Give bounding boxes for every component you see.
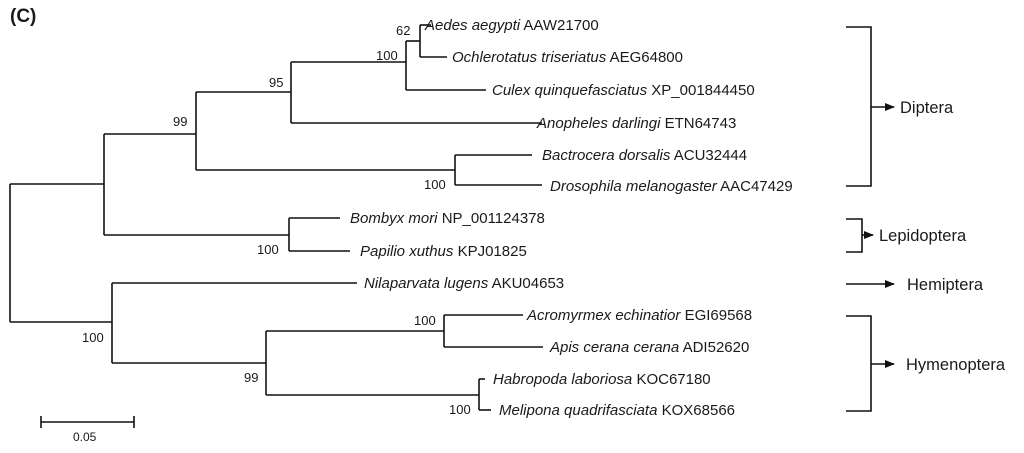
group-label-lepidoptera: Lepidoptera	[879, 227, 967, 245]
taxon-label: Apis cerana cerana ADI52620	[549, 339, 749, 356]
group-brackets: Diptera Lepidoptera Hemiptera Hymenopter…	[846, 26, 1006, 412]
taxon-label: Nilaparvata lugens AKU04653	[364, 275, 564, 292]
taxon-labels: Aedes aegypti AAW21700 Ochlerotatus tris…	[350, 17, 793, 419]
group-label-diptera: Diptera	[900, 99, 954, 117]
taxon-label: Anopheles darlingi ETN64743	[536, 115, 736, 132]
bootstrap-value: 95	[269, 75, 283, 90]
group-label-hemiptera: Hemiptera	[907, 276, 984, 294]
bracket-hymenoptera	[846, 315, 872, 412]
taxon-label: Bombyx mori NP_001124378	[350, 210, 545, 227]
bootstrap-value: 62	[396, 23, 410, 38]
bracket-lepidoptera	[846, 218, 863, 253]
bootstrap-value: 100	[424, 177, 446, 192]
bootstrap-value: 100	[82, 330, 104, 345]
taxon-label: Ochlerotatus triseriatus AEG64800	[452, 49, 683, 66]
taxon-label: Papilio xuthus KPJ01825	[360, 243, 527, 260]
bootstrap-value: 99	[244, 370, 258, 385]
taxon-label: Bactrocera dorsalis ACU32444	[542, 147, 747, 164]
bootstrap-values: 62 100 95 99 100 100 100 100 99 100	[82, 23, 471, 417]
scale-bar-label: 0.05	[73, 430, 97, 444]
panel-label: (C)	[10, 6, 37, 27]
scale-bar: 0.05	[40, 416, 135, 444]
taxon-label: Drosophila melanogaster AAC47429	[550, 178, 793, 195]
bootstrap-value: 100	[414, 313, 436, 328]
tree-branches	[9, 24, 543, 411]
bootstrap-value: 100	[257, 242, 279, 257]
taxon-label: Melipona quadrifasciata KOX68566	[499, 402, 735, 419]
taxon-label: Aedes aegypti AAW21700	[424, 17, 599, 34]
taxon-label: Acromyrmex echinatior EGI69568	[526, 307, 752, 324]
bracket-diptera	[846, 26, 872, 187]
taxon-label: Habropoda laboriosa KOC67180	[493, 371, 711, 388]
bootstrap-value: 100	[449, 402, 471, 417]
bootstrap-value: 99	[173, 114, 187, 129]
bootstrap-value: 100	[376, 48, 398, 63]
taxon-label: Culex quinquefasciatus XP_001844450	[492, 82, 755, 99]
group-label-hymenoptera: Hymenoptera	[906, 356, 1006, 374]
